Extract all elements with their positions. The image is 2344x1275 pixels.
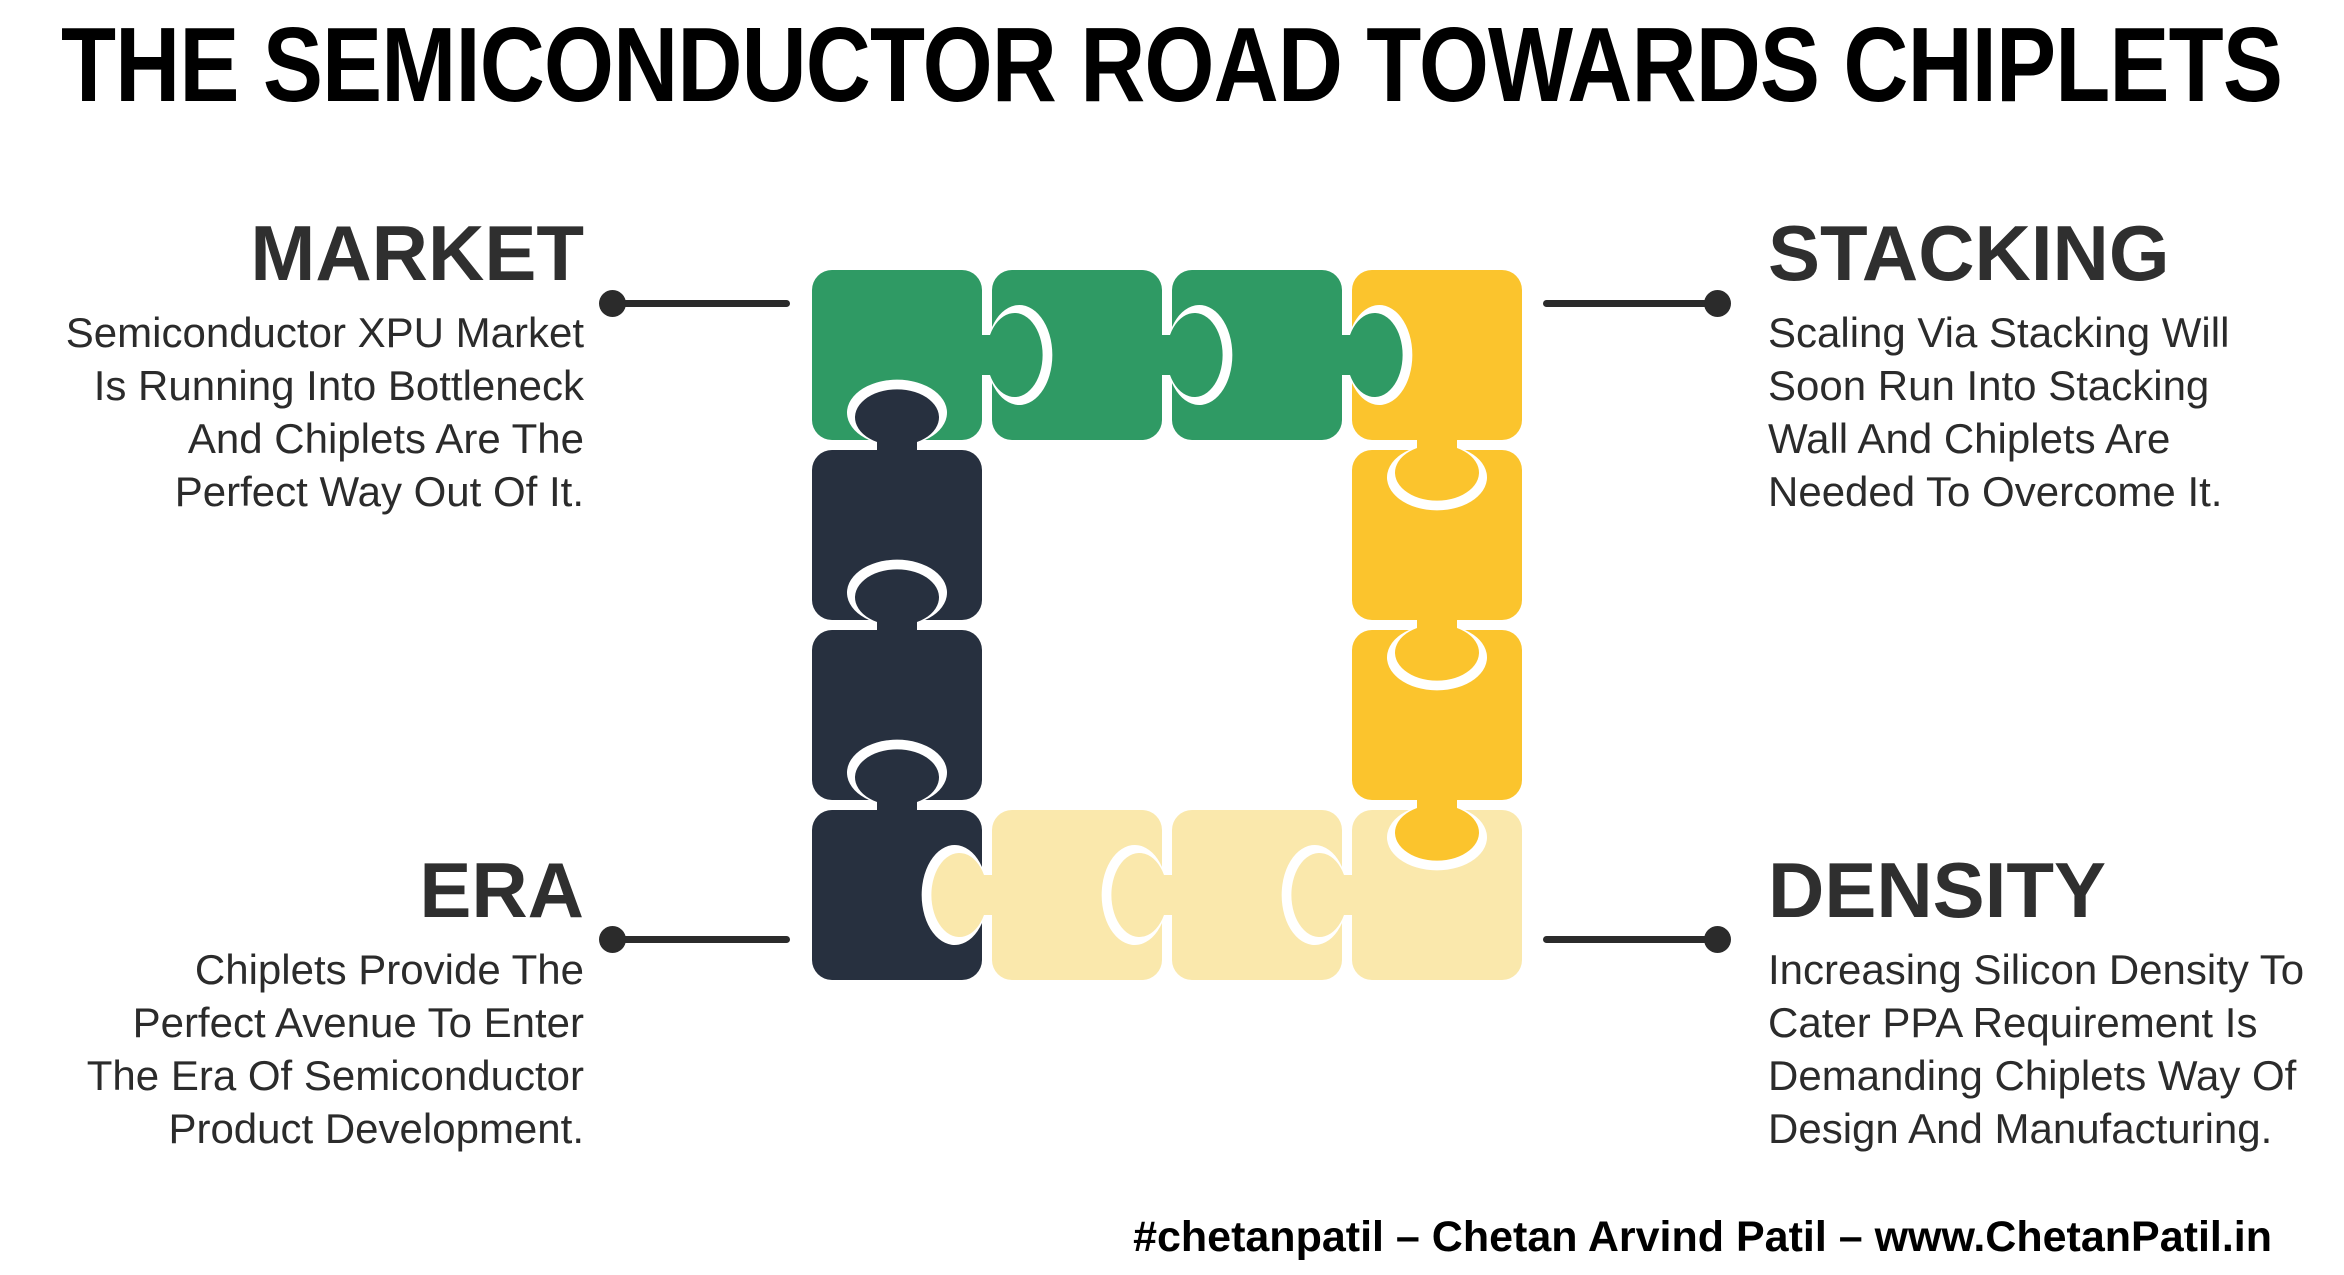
section-stacking: STACKING Scaling Via Stacking Will Soon … [1768, 214, 2344, 518]
puzzle-piece-1-green [812, 270, 1043, 440]
page-title: THE SEMICONDUCTOR ROAD TOWARDS CHIPLETS [61, 6, 2283, 124]
puzzle-piece-5-gold [1352, 450, 1522, 681]
puzzle-piece-9-cream [931, 810, 1162, 980]
puzzle-piece-12-navy [812, 389, 982, 620]
puzzle-piece-6-gold [1352, 630, 1522, 861]
puzzle-piece-2-green [992, 270, 1223, 440]
era-heading: ERA [419, 846, 584, 934]
stacking-heading: STACKING [1768, 209, 2170, 297]
puzzle-piece-10-navy [812, 749, 982, 980]
density-heading: DENSITY [1768, 846, 2107, 934]
puzzle-piece-3-green [1172, 270, 1403, 440]
market-connector-dot [599, 290, 626, 317]
puzzle-ring-svg [812, 270, 1522, 980]
puzzle-piece-7-cream [1291, 810, 1522, 980]
stacking-body: Scaling Via Stacking Will Soon Run Into … [1768, 309, 2230, 515]
density-connector-line [1543, 936, 1717, 943]
stacking-connector-dot [1704, 290, 1731, 317]
era-body: Chiplets Provide The Perfect Avenue To E… [86, 946, 584, 1152]
stacking-connector-line [1543, 300, 1717, 307]
footer-credit: #chetanpatil – Chetan Arvind Patil – www… [1133, 1213, 2272, 1261]
market-connector-line [612, 300, 790, 307]
density-connector-dot [1704, 926, 1731, 953]
era-connector-line [612, 936, 790, 943]
era-connector-dot [599, 926, 626, 953]
page-title-wrap: THE SEMICONDUCTOR ROAD TOWARDS CHIPLETS [0, 12, 2344, 118]
density-body: Increasing Silicon Density To Cater PPA … [1768, 946, 2305, 1152]
section-era: ERA Chiplets Provide The Perfect Avenue … [0, 851, 584, 1155]
market-heading: MARKET [250, 209, 584, 297]
market-body: Semiconductor XPU Market Is Running Into… [65, 309, 584, 515]
puzzle-piece-11-navy [812, 569, 982, 800]
puzzle-piece-4-gold [1352, 270, 1522, 501]
section-market: MARKET Semiconductor XPU Market Is Runni… [0, 214, 584, 518]
section-density: DENSITY Increasing Silicon Density To Ca… [1768, 851, 2344, 1155]
puzzle-piece-8-cream [1111, 810, 1342, 980]
